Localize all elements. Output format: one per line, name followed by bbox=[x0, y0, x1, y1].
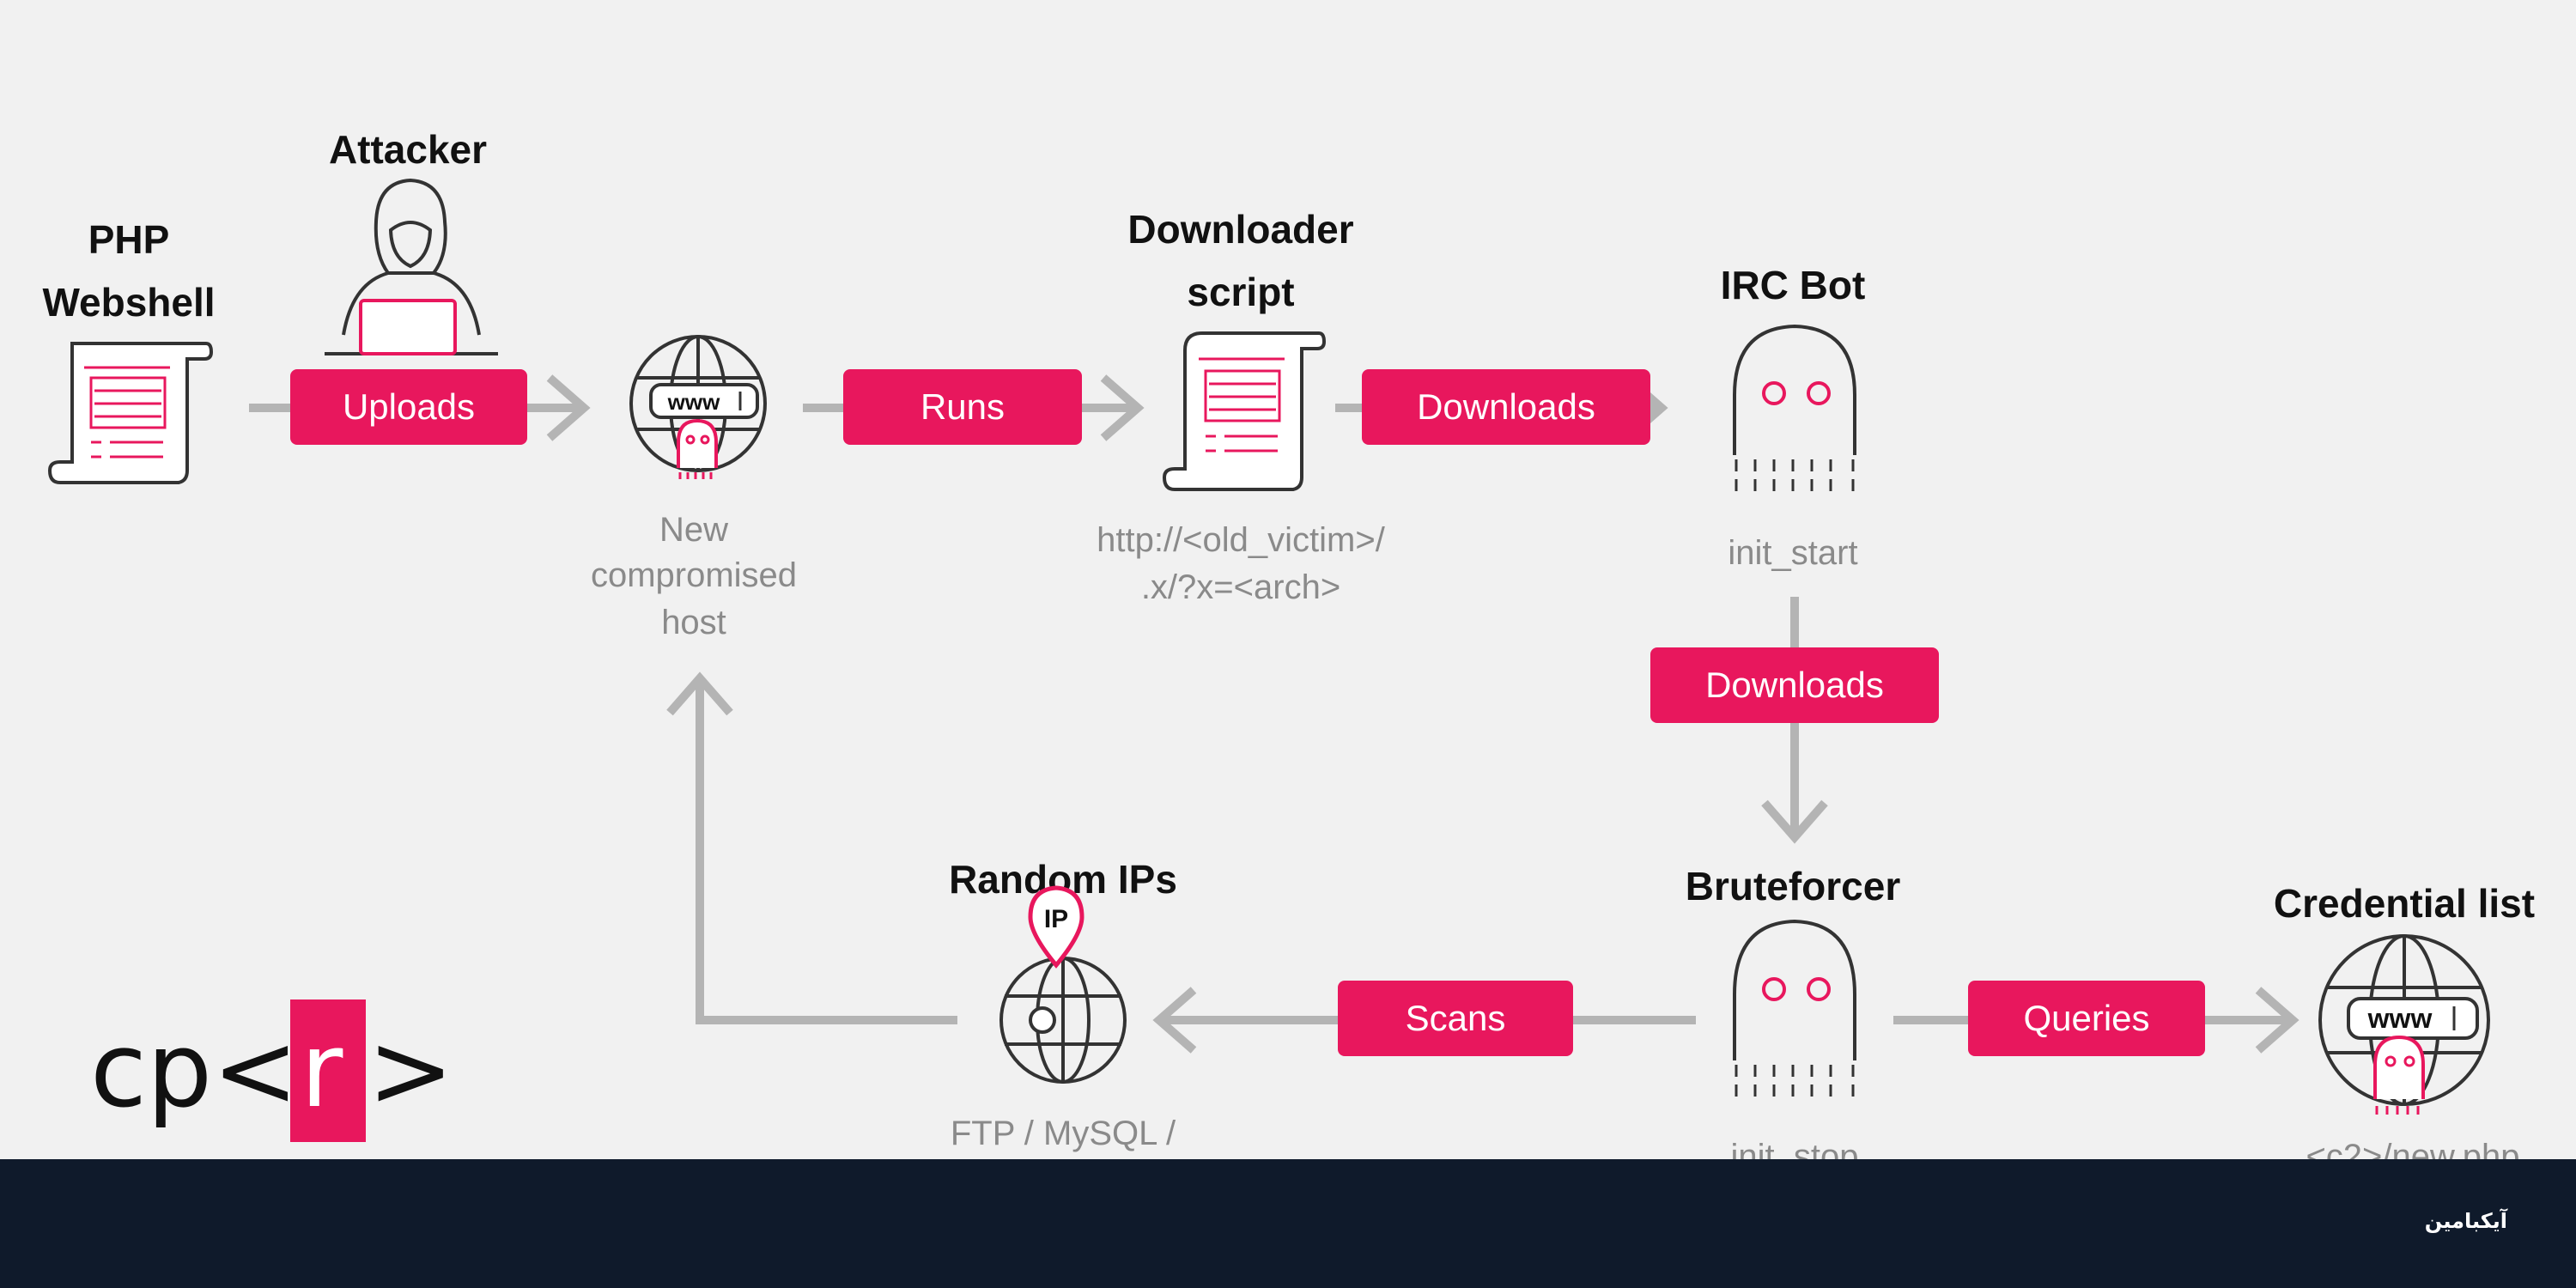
logo-highlight bbox=[290, 999, 366, 1142]
pill-scans-label: Scans bbox=[1406, 998, 1506, 1038]
attacker-label: Attacker bbox=[329, 127, 487, 172]
pill-runs-label: Runs bbox=[920, 386, 1005, 427]
globe-www-icon: www bbox=[2318, 934, 2490, 1115]
new-host-caption-line2: compromised bbox=[591, 556, 797, 594]
pill-scans: Scans bbox=[1338, 981, 1573, 1056]
hacker-icon bbox=[325, 178, 498, 355]
php-webshell-label-line2: Webshell bbox=[42, 280, 215, 325]
new-host-caption-line1: New bbox=[659, 511, 728, 549]
arrow-return-to-host bbox=[666, 671, 957, 1024]
logo-text-left: cp< bbox=[90, 1012, 299, 1131]
logo-text-right: > bbox=[368, 1012, 454, 1131]
pill-downloads-1: Downloads bbox=[1362, 369, 1650, 445]
map-pin-icon: IP bbox=[1028, 885, 1084, 969]
globe-www-icon: www bbox=[629, 335, 767, 479]
credential-list-label: Credential list bbox=[2274, 881, 2535, 926]
www-text: www bbox=[667, 389, 720, 415]
ip-pin-text: IP bbox=[1044, 905, 1068, 933]
pill-uploads-label: Uploads bbox=[343, 386, 475, 427]
new-host-caption-line3: host bbox=[661, 604, 726, 641]
php-webshell-label-line1: PHP bbox=[88, 217, 170, 262]
downloader-caption-line2: .x/?x=<arch> bbox=[1141, 568, 1340, 606]
node-irc-bot: IRC Bot init_start bbox=[1721, 263, 1866, 572]
node-new-host: www New compromised host bbox=[591, 335, 797, 641]
document-icon bbox=[1162, 331, 1327, 491]
document-icon bbox=[47, 342, 214, 484]
node-bruteforcer: Bruteforcer init_stop bbox=[1686, 864, 1901, 1176]
pill-queries-label: Queries bbox=[2023, 998, 2149, 1038]
bottom-bar: آیکبامین bbox=[0, 1159, 2576, 1288]
ghost-icon bbox=[1733, 324, 1856, 491]
irc-bot-label: IRC Bot bbox=[1721, 263, 1866, 307]
pill-downloads-1-label: Downloads bbox=[1417, 386, 1595, 427]
node-credential-list: Credential list www <c2>/new.php bbox=[2274, 881, 2535, 1176]
node-random-ips: Random IPs IP FTP / MySQL / bbox=[949, 857, 1177, 1152]
node-php-webshell: PHP Webshell bbox=[42, 217, 216, 484]
pill-uploads: Uploads bbox=[290, 369, 527, 445]
bruteforcer-label: Bruteforcer bbox=[1686, 864, 1901, 908]
pill-queries: Queries bbox=[1968, 981, 2205, 1056]
irc-bot-caption: init_start bbox=[1728, 534, 1857, 572]
logo-text-mid: r bbox=[301, 1012, 343, 1131]
pill-downloads-2-label: Downloads bbox=[1705, 665, 1884, 705]
random-ips-caption: FTP / MySQL / bbox=[951, 1115, 1176, 1152]
node-attacker: Attacker bbox=[325, 127, 498, 355]
downloader-label-line1: Downloader bbox=[1127, 207, 1353, 252]
watermark-logo: آیکبامین bbox=[2424, 1209, 2507, 1233]
cpr-logo: cp< r > bbox=[90, 999, 454, 1142]
ghost-icon bbox=[1733, 919, 1856, 1097]
downloader-label-line2: script bbox=[1187, 270, 1294, 314]
pill-downloads-2: Downloads bbox=[1650, 647, 1939, 723]
www-text: www bbox=[2367, 1003, 2433, 1034]
pill-runs: Runs bbox=[843, 369, 1082, 445]
globe-ip-icon bbox=[999, 957, 1127, 1084]
downloader-caption-line1: http://<old_victim>/ bbox=[1097, 521, 1386, 559]
node-downloader-script: Downloader script http://<old_victim>/ .… bbox=[1097, 207, 1386, 606]
